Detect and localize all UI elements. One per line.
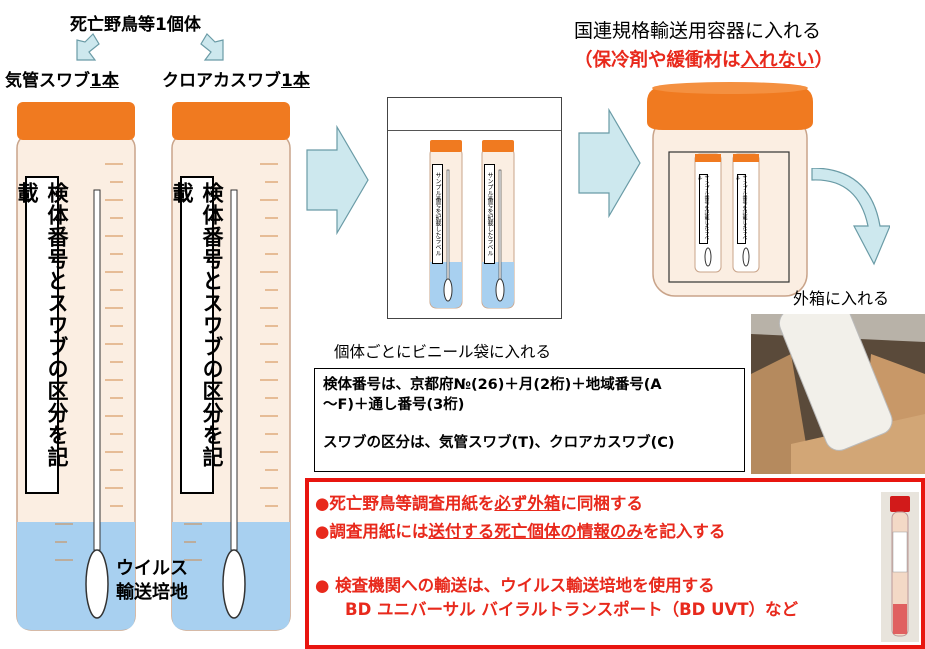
specimen-number-info: 検体番号は、京都府№(26)＋月(2桁)＋地域番号(A ～F)＋通し番号(3桁)… — [314, 368, 745, 472]
note-3: ● 検査機関への輸送は、ウイルス輸送培地を使用する — [315, 576, 715, 595]
tube-label: 検体番号とスワブの区分を記載 — [15, 176, 69, 494]
medium-line-1: ウイルス — [116, 558, 188, 579]
container-tube-label: サンプル番号を記載したラベル — [735, 174, 748, 244]
container-tube-label: サンプル番号を記載したラベル — [697, 174, 710, 244]
bag-seal-line — [388, 130, 561, 131]
info-line-2: ～F)＋通し番号(3桁) — [323, 397, 465, 413]
note-2: ●調査用紙には送付する死亡個体の情報のみを記入する — [315, 522, 726, 541]
outer-box-photo — [751, 314, 925, 474]
right-arrow-icon — [578, 108, 641, 218]
important-notes-box: ●死亡野鳥等調査用紙を必ず外箱に同梱する ●調査用紙には送付する死亡個体の情報の… — [305, 478, 925, 649]
bullet-icon: ● — [315, 494, 330, 513]
right-arrow-icon — [306, 125, 369, 235]
transport-medium-label: ウイルス 輸送培地 — [116, 557, 188, 605]
down-right-arrow-icon — [200, 33, 224, 61]
bag-tube-label: サンプル番号を記載したラベル — [484, 164, 495, 264]
un-shipping-container: サンプル番号を記載したラベル サンプル番号を記載したラベル — [647, 82, 813, 300]
container-note: （保冷剤や緩衝材は入れない） — [574, 50, 834, 71]
down-left-arrow-icon — [76, 33, 100, 61]
bag-caption: 個体ごとにビニール袋に入れる — [334, 343, 552, 361]
container-title: 国連規格輸送用容器に入れる — [574, 20, 822, 42]
tracheal-swab-label: 気管スワブ1本 — [5, 71, 119, 91]
cloacal-swab-tube: 検体番号とスワブの区分を記載 — [170, 102, 302, 632]
info-line-3: スワブの区分は、気管スワブ(T)、クロアカスワブ(C) — [323, 435, 675, 451]
bag-tube-label: サンプル番号を記載したラベル — [432, 164, 443, 264]
uvt-tube-photo — [881, 492, 919, 642]
plastic-bag: サンプル番号を記載したラベル サンプル番号を記載したラベル — [387, 97, 562, 319]
bullet-icon: ● — [315, 576, 330, 595]
tube-label: 検体番号とスワブの区分を記載 — [170, 176, 224, 494]
specimen-source-label: 死亡野鳥等1個体 — [70, 15, 201, 35]
medium-line-2: 輸送培地 — [116, 582, 188, 603]
outer-box-caption: 外箱に入れる — [793, 289, 890, 308]
cloacal-swab-label: クロアカスワブ1本 — [162, 71, 310, 91]
bullet-icon: ● — [315, 522, 330, 541]
curved-down-arrow-icon — [811, 168, 890, 266]
note-4: BD ユニバーサル バイラルトランスポート（BD UVT）など — [345, 600, 799, 619]
info-line-1: 検体番号は、京都府№(26)＋月(2桁)＋地域番号(A — [323, 377, 662, 393]
split-arrows — [76, 33, 224, 61]
note-1: ●死亡野鳥等調査用紙を必ず外箱に同梱する — [315, 494, 643, 513]
tracheal-swab-tube: 検体番号とスワブの区分を記載 — [15, 102, 147, 632]
